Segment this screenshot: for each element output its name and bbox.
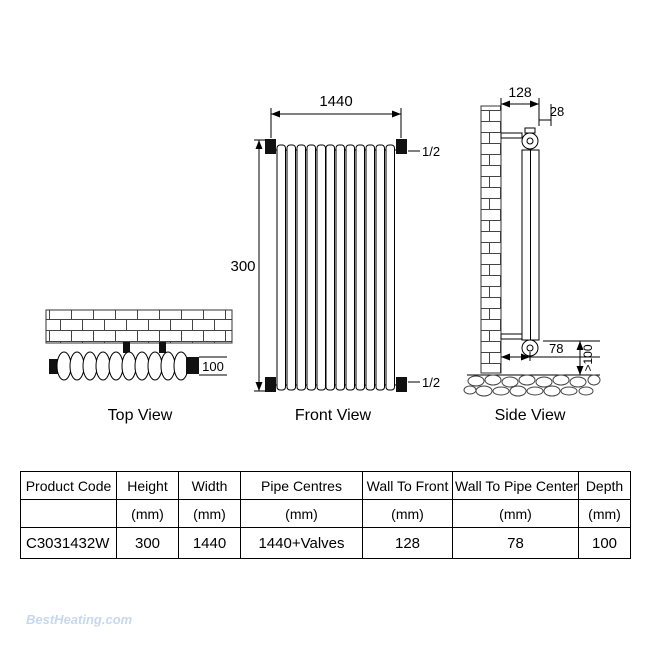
side-view: 128 28 78 >100 Side View	[463, 84, 601, 424]
height-dimension-label: 300	[230, 258, 255, 275]
side-view-label: Side View	[495, 407, 566, 424]
corner-fitting	[396, 377, 407, 392]
header-wall-to-pipe-center: Wall To Pipe Center	[452, 471, 579, 500]
height-dimension	[254, 139, 266, 392]
value-wall-to-front: 128	[362, 527, 453, 559]
offset-dimension-label: 28	[550, 104, 564, 119]
top-view: 100 Top View	[45, 309, 233, 424]
value-product-code: C3031432W	[20, 527, 117, 559]
wall-bracket	[123, 342, 130, 353]
wall-to-front-label: 128	[508, 84, 532, 100]
header-height: Height	[116, 471, 179, 500]
wall-to-front-dimension	[500, 98, 540, 126]
corner-fitting	[265, 139, 276, 154]
unit-wall-to-front: (mm)	[362, 499, 453, 528]
width-dimension	[270, 108, 402, 138]
value-wall-to-pipe-center: 78	[452, 527, 579, 559]
offset-dimension	[539, 104, 552, 126]
wall-mount-bracket	[500, 333, 523, 340]
radiator-front-view	[265, 139, 407, 392]
wall-top-view	[45, 309, 233, 344]
width-dimension-label: 1440	[319, 93, 352, 110]
table-data-row: C3031432W 300 1440 1440+Valves 128 78 10…	[20, 527, 631, 559]
unit-product-code	[20, 499, 117, 528]
header-depth: Depth	[578, 471, 631, 500]
table-header-row: Product Code Height Width Pipe Centres W…	[20, 471, 631, 500]
front-view: 1440 300 1/2 1/2 Front View	[230, 93, 440, 424]
radiator-top-view	[49, 351, 199, 381]
value-depth: 100	[578, 527, 631, 559]
depth-dimension-label: 100	[202, 359, 224, 374]
header-wall-to-front: Wall To Front	[362, 471, 453, 500]
header-product-code: Product Code	[20, 471, 117, 500]
radiator-side-view	[500, 127, 540, 357]
header-pipe-centres: Pipe Centres	[240, 471, 363, 500]
depth-dimension	[199, 356, 227, 376]
front-view-label: Front View	[295, 407, 372, 424]
unit-depth: (mm)	[578, 499, 631, 528]
value-height: 300	[116, 527, 179, 559]
ground-stones	[463, 374, 601, 397]
floor-clearance-label: >100	[581, 344, 595, 371]
table-units-row: (mm) (mm) (mm) (mm) (mm) (mm)	[20, 499, 631, 528]
corner-fitting	[265, 377, 276, 392]
brand-watermark: BestHeating.com	[26, 612, 133, 627]
wall-to-pipe-label: 78	[549, 341, 563, 356]
value-pipe-centres: 1440+Valves	[240, 527, 363, 559]
wall-side-view	[480, 105, 502, 374]
wall-to-pipe-dimension	[501, 340, 600, 361]
spec-table: Product Code Height Width Pipe Centres W…	[20, 471, 631, 559]
valve-top-view	[186, 357, 199, 374]
diagram-canvas: 100 Top View	[45, 84, 601, 424]
wall-bracket	[159, 342, 166, 353]
bottom-connection-label: 1/2	[422, 375, 440, 390]
header-width: Width	[178, 471, 241, 500]
unit-pipe-centres: (mm)	[240, 499, 363, 528]
corner-fitting	[396, 139, 407, 154]
value-width: 1440	[178, 527, 241, 559]
top-connection-label: 1/2	[422, 144, 440, 159]
wall-mount-bracket	[500, 132, 523, 139]
top-view-label: Top View	[108, 407, 173, 424]
end-cap	[49, 359, 58, 374]
unit-height: (mm)	[116, 499, 179, 528]
unit-width: (mm)	[178, 499, 241, 528]
unit-wall-to-pipe-center: (mm)	[452, 499, 579, 528]
air-vent	[524, 127, 536, 134]
